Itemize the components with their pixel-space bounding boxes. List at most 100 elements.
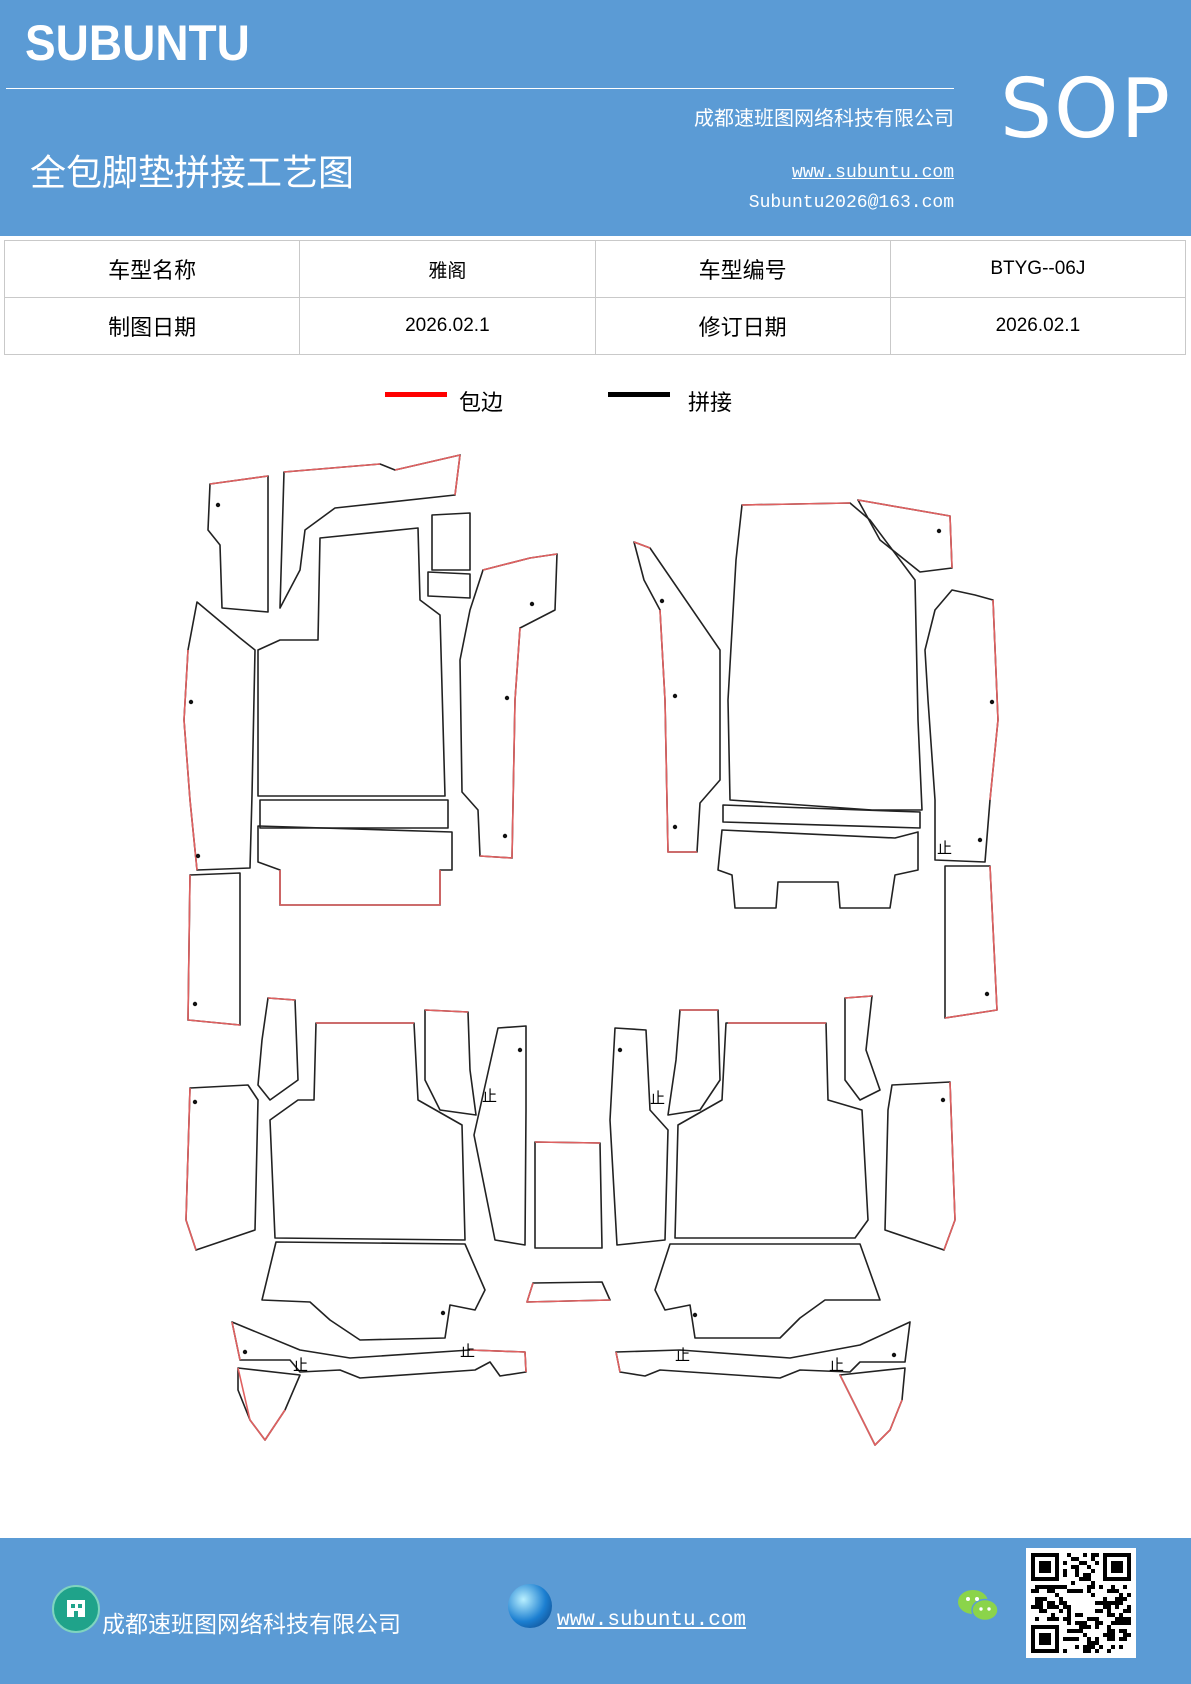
footer: 成都速班图网络科技有限公司 www.subuntu.com [0,1538,1191,1684]
legend-joint-swatch [608,392,670,397]
mat-piece [207,475,269,613]
marker-dot [617,1047,623,1053]
draw-date-label: 制图日期 [3,297,301,355]
marker-dot [891,1352,897,1358]
mat-piece [844,995,881,1101]
legend: 包边 拼接 [0,385,1191,425]
header: SUBUNTU 成都速班图网络科技有限公司 全包脚垫拼接工艺图 www.subu… [0,0,1191,236]
model-name-label: 车型名称 [3,240,301,298]
marker-dot [672,693,678,699]
edge-line [944,599,999,1019]
header-company: 成都速班图网络科技有限公司 [694,106,954,130]
edge-line [231,1321,903,1446]
mat-piece [884,1081,956,1251]
marker-dot [936,528,942,534]
stop-mark: 止 [937,839,952,857]
marker-dot [989,699,995,705]
model-code-value: BTYG--06J [889,240,1187,298]
mat-piece [857,499,953,573]
mat-piece [667,1009,721,1116]
wechat-icon [956,1586,1000,1626]
revise-date-label: 修订日期 [594,297,891,355]
header-email-link[interactable]: Subuntu2026@163.com [748,193,954,213]
mat-piece [231,1321,527,1379]
building-icon [52,1585,100,1633]
mat-piece [615,1321,911,1379]
mat-piece [261,1241,486,1341]
front-left-group [183,454,558,1026]
footer-website-link[interactable]: www.subuntu.com [557,1609,747,1632]
mat-piece [427,571,471,599]
marker-dot [215,502,221,508]
revise-date-value: 2026.02.1 [889,297,1187,355]
front-right-group [633,499,999,1019]
marker-dot [529,601,535,607]
stop-marks: 止 止 止 止 止 止 止 [293,839,952,1374]
mat-piece [424,1009,477,1116]
mat-piece [459,553,558,859]
stop-mark: 止 [829,1356,844,1374]
info-table: 车型名称 雅阁 车型编号 BTYG--06J 制图日期 2026.02.1 修订… [3,240,1187,355]
marker-dots [188,502,995,1358]
stop-mark: 止 [650,1089,665,1107]
edge-line [267,995,873,1303]
model-code-label: 车型编号 [594,240,891,298]
marker-dot [192,1099,198,1105]
marker-dot [440,1310,446,1316]
marker-dot [984,991,990,997]
mat-piece [654,1243,881,1339]
table-row: 车型名称 雅阁 车型编号 BTYG--06J [3,240,1187,298]
marker-dot [977,837,983,843]
mat-piece [609,1027,669,1246]
mat-piece [431,512,471,571]
mat-piece [183,601,256,871]
marker-dot [692,1312,698,1318]
stop-mark: 止 [293,1356,308,1374]
mat-piece [839,1367,906,1446]
edge-line [209,454,461,496]
mat-piece [717,829,919,909]
footer-company: 成都速班图网络科技有限公司 [102,1612,401,1638]
mat-piece [944,865,998,1019]
model-name-value: 雅阁 [299,240,596,298]
edge-line [741,499,953,569]
edge-line [633,541,697,853]
mat-piece [257,825,453,906]
mat-piece [257,527,446,797]
mat-piece [924,589,999,863]
stop-mark: 止 [482,1087,497,1105]
marker-dot [188,699,194,705]
globe-icon [508,1584,552,1628]
mat-piece [526,1281,611,1303]
marker-dot [940,1097,946,1103]
qr-code [1026,1548,1136,1658]
draw-date-value: 2026.02.1 [299,297,596,355]
marker-dot [192,1001,198,1007]
table-row: 制图日期 2026.02.1 修订日期 2026.02.1 [3,297,1187,355]
header-website-link[interactable]: www.subuntu.com [791,163,954,183]
marker-dot [502,833,508,839]
edge-line [185,1022,956,1251]
edge-line [183,649,241,1026]
page-title: 全包脚垫拼接工艺图 [30,153,355,194]
marker-dot [672,824,678,830]
mat-piece [269,1022,466,1241]
marker-dot [195,853,201,859]
mat-piece [727,502,923,811]
header-divider [6,88,954,89]
floor-mat-drawing: 止 止 止 止 止 止 止 [183,454,999,1446]
mat-piece [722,804,921,829]
edge-binding-lines [183,454,999,1446]
mat-piece [473,1025,527,1246]
rear-right-group [609,995,956,1446]
marker-dot [242,1349,248,1355]
mat-piece [237,1367,301,1441]
mat-piece [534,1141,603,1249]
rear-left-group [185,997,611,1441]
sop-badge: SOP [1000,62,1173,157]
mat-piece [674,1022,869,1239]
brand-logo: SUBUNTU [25,15,250,71]
mat-piece [185,1084,259,1251]
edge-line [279,870,441,906]
stop-mark: 止 [460,1342,475,1360]
